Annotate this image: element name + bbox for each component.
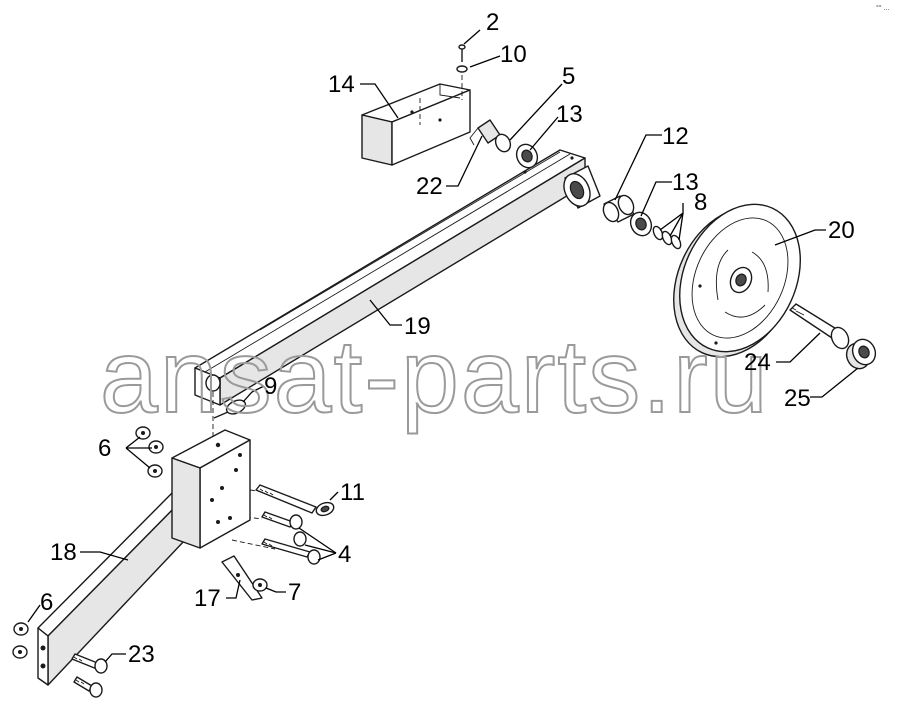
callout-7: 7 — [288, 579, 301, 606]
part-12-shaft-sleeve — [602, 194, 635, 223]
callout-22: 22 — [416, 173, 443, 200]
part-2-small-bolt — [458, 44, 466, 62]
callout-8: 8 — [694, 189, 707, 216]
part-7-nut — [252, 578, 268, 592]
part-9-spring-pin — [213, 399, 247, 419]
callout-20: 20 — [828, 217, 855, 244]
callout-labels: 2 10 14 5 13 22 12 13 8 20 19 9 24 25 6 … — [40, 9, 855, 668]
callout-11: 11 — [340, 479, 365, 506]
part-13-bearing-upper — [515, 143, 539, 169]
watermark-text: ansat-parts.ru — [100, 319, 770, 435]
part-25-cap-nut — [845, 338, 877, 370]
callout-6-lower: 6 — [40, 589, 53, 616]
callout-6-upper: 6 — [98, 435, 111, 462]
callout-9: 9 — [264, 373, 277, 400]
part-13-bearing-lower — [629, 211, 653, 237]
callout-5: 5 — [562, 63, 575, 90]
part-8-washer-set — [652, 225, 682, 250]
callout-12: 12 — [662, 123, 689, 150]
callout-18: 18 — [50, 539, 77, 566]
part-19-main-beam — [194, 149, 586, 406]
part-11-eye-bolt — [255, 484, 335, 517]
part-6-nuts-upper — [135, 426, 164, 478]
part-18-mounting-bar — [37, 489, 186, 686]
part-4-bolts — [261, 511, 321, 565]
callout-17: 17 — [194, 585, 221, 612]
callout-23: 23 — [128, 641, 155, 668]
callout-14: 14 — [328, 71, 355, 98]
part-14-cover-bracket — [361, 83, 471, 166]
part-10-washer — [456, 65, 468, 73]
callout-10: 10 — [500, 41, 527, 68]
part-20-wheel — [673, 203, 801, 358]
clamp-bracket — [171, 429, 251, 549]
part-17-tab-plate — [221, 555, 263, 601]
part-24-axle-bolt — [789, 303, 850, 350]
part-5-clamp-ring — [494, 133, 512, 153]
part-23-bolts — [71, 653, 108, 698]
corner-mark: °° ... — [876, 4, 889, 12]
callout-25: 25 — [784, 385, 811, 412]
beam-hub-sleeve — [563, 165, 601, 209]
callout-2: 2 — [486, 9, 499, 36]
callout-13-lower: 13 — [672, 169, 699, 196]
part-6-nuts-lower — [12, 622, 29, 659]
callout-13-upper: 13 — [556, 101, 583, 128]
callout-leader-lines — [27, 29, 859, 663]
callout-24: 24 — [744, 349, 771, 376]
callout-19: 19 — [404, 313, 431, 340]
callout-4: 4 — [338, 541, 351, 568]
